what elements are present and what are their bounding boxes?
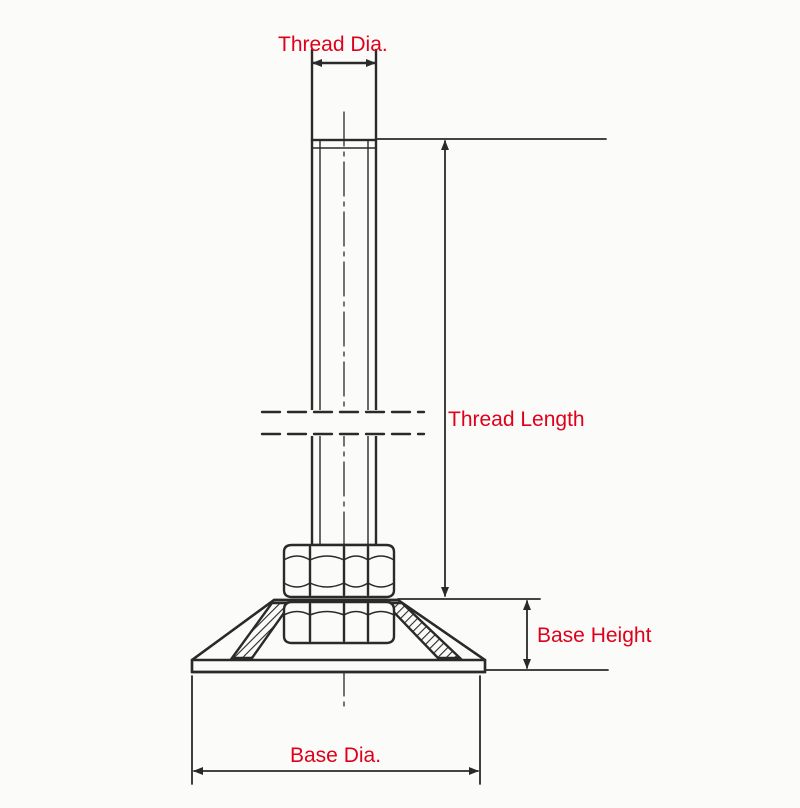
- base-height-dimension: [397, 598, 609, 671]
- thread-length-dimension: [375, 138, 607, 597]
- thread-dia-dimension: [310, 48, 378, 142]
- base-dia-dimension: [191, 675, 481, 785]
- thread-length-label: Thread Length: [448, 408, 585, 431]
- base-height-label: Base Height: [537, 624, 652, 647]
- break-lines: [260, 410, 426, 436]
- thread-dia-label: Thread Dia.: [278, 33, 388, 56]
- upper-hex-nut: [282, 543, 396, 599]
- base-dia-label: Base Dia.: [290, 744, 382, 767]
- lower-hex-nut: [282, 600, 396, 645]
